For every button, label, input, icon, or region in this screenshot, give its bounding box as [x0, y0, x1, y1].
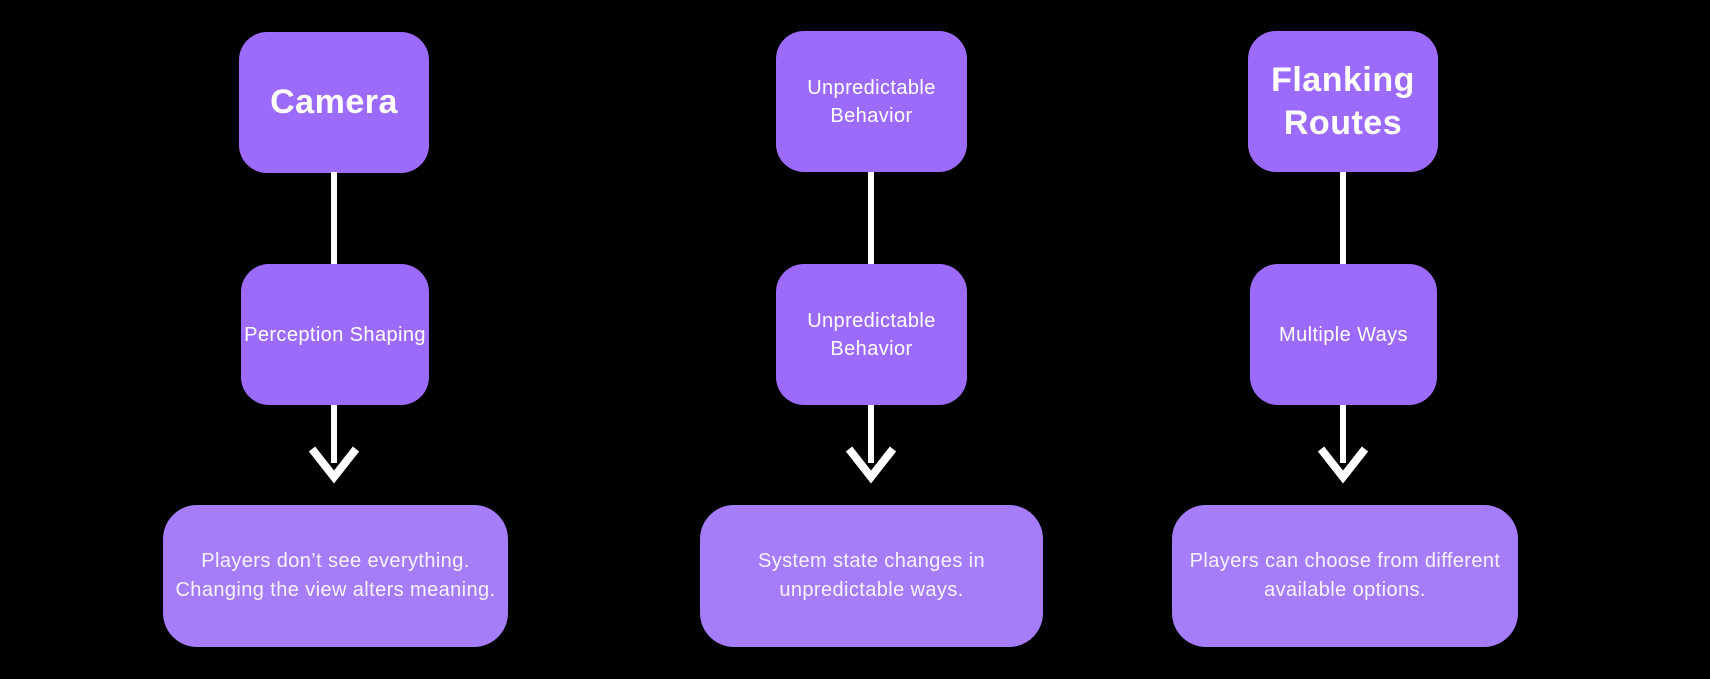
- leaf-flanking-description: Players can choose from different availa…: [1172, 505, 1518, 647]
- node-unpredictable-behavior-middle: Unpredictable Behavior: [776, 264, 967, 405]
- node-label-line: Unpredictable: [807, 76, 936, 99]
- node-label-line: Multiple Ways: [1279, 323, 1408, 346]
- node-camera: Camera: [239, 32, 429, 173]
- node-title-line: Camera: [270, 83, 398, 121]
- node-flanking-routes: Flanking Routes: [1248, 31, 1438, 172]
- node-title-line: Flanking: [1271, 60, 1415, 99]
- node-label-line: Behavior: [830, 337, 913, 360]
- node-label-line: Unpredictable: [807, 309, 936, 332]
- leaf-label-line: available options.: [1264, 579, 1426, 601]
- leaf-label-line: unpredictable ways.: [779, 579, 964, 601]
- node-title-line: Routes: [1283, 103, 1403, 142]
- node-perception-shaping: Perception Shaping: [241, 264, 429, 405]
- arrow-down-icon: [308, 405, 360, 484]
- leaf-label-line: System state changes in: [757, 550, 986, 572]
- node-label-line: Perception Shaping: [244, 323, 426, 346]
- node-unpredictable-behavior-top: Unpredictable Behavior: [776, 31, 967, 172]
- connector-line: [868, 172, 874, 264]
- connector-line: [1340, 172, 1346, 264]
- node-label-line: Behavior: [830, 104, 913, 127]
- leaf-label-line: Players can choose from different: [1189, 550, 1501, 572]
- arrow-down-icon: [1317, 405, 1369, 484]
- node-multiple-ways: Multiple Ways: [1250, 264, 1437, 405]
- connector-line: [331, 172, 337, 264]
- leaf-unpredictable-description: System state changes in unpredictable wa…: [700, 505, 1043, 647]
- leaf-camera-description: Players don’t see everything. Changing t…: [163, 505, 508, 647]
- arrow-down-icon: [845, 405, 897, 484]
- leaf-label-line: Players don’t see everything.: [201, 550, 470, 572]
- leaf-label-line: Changing the view alters meaning.: [175, 579, 496, 601]
